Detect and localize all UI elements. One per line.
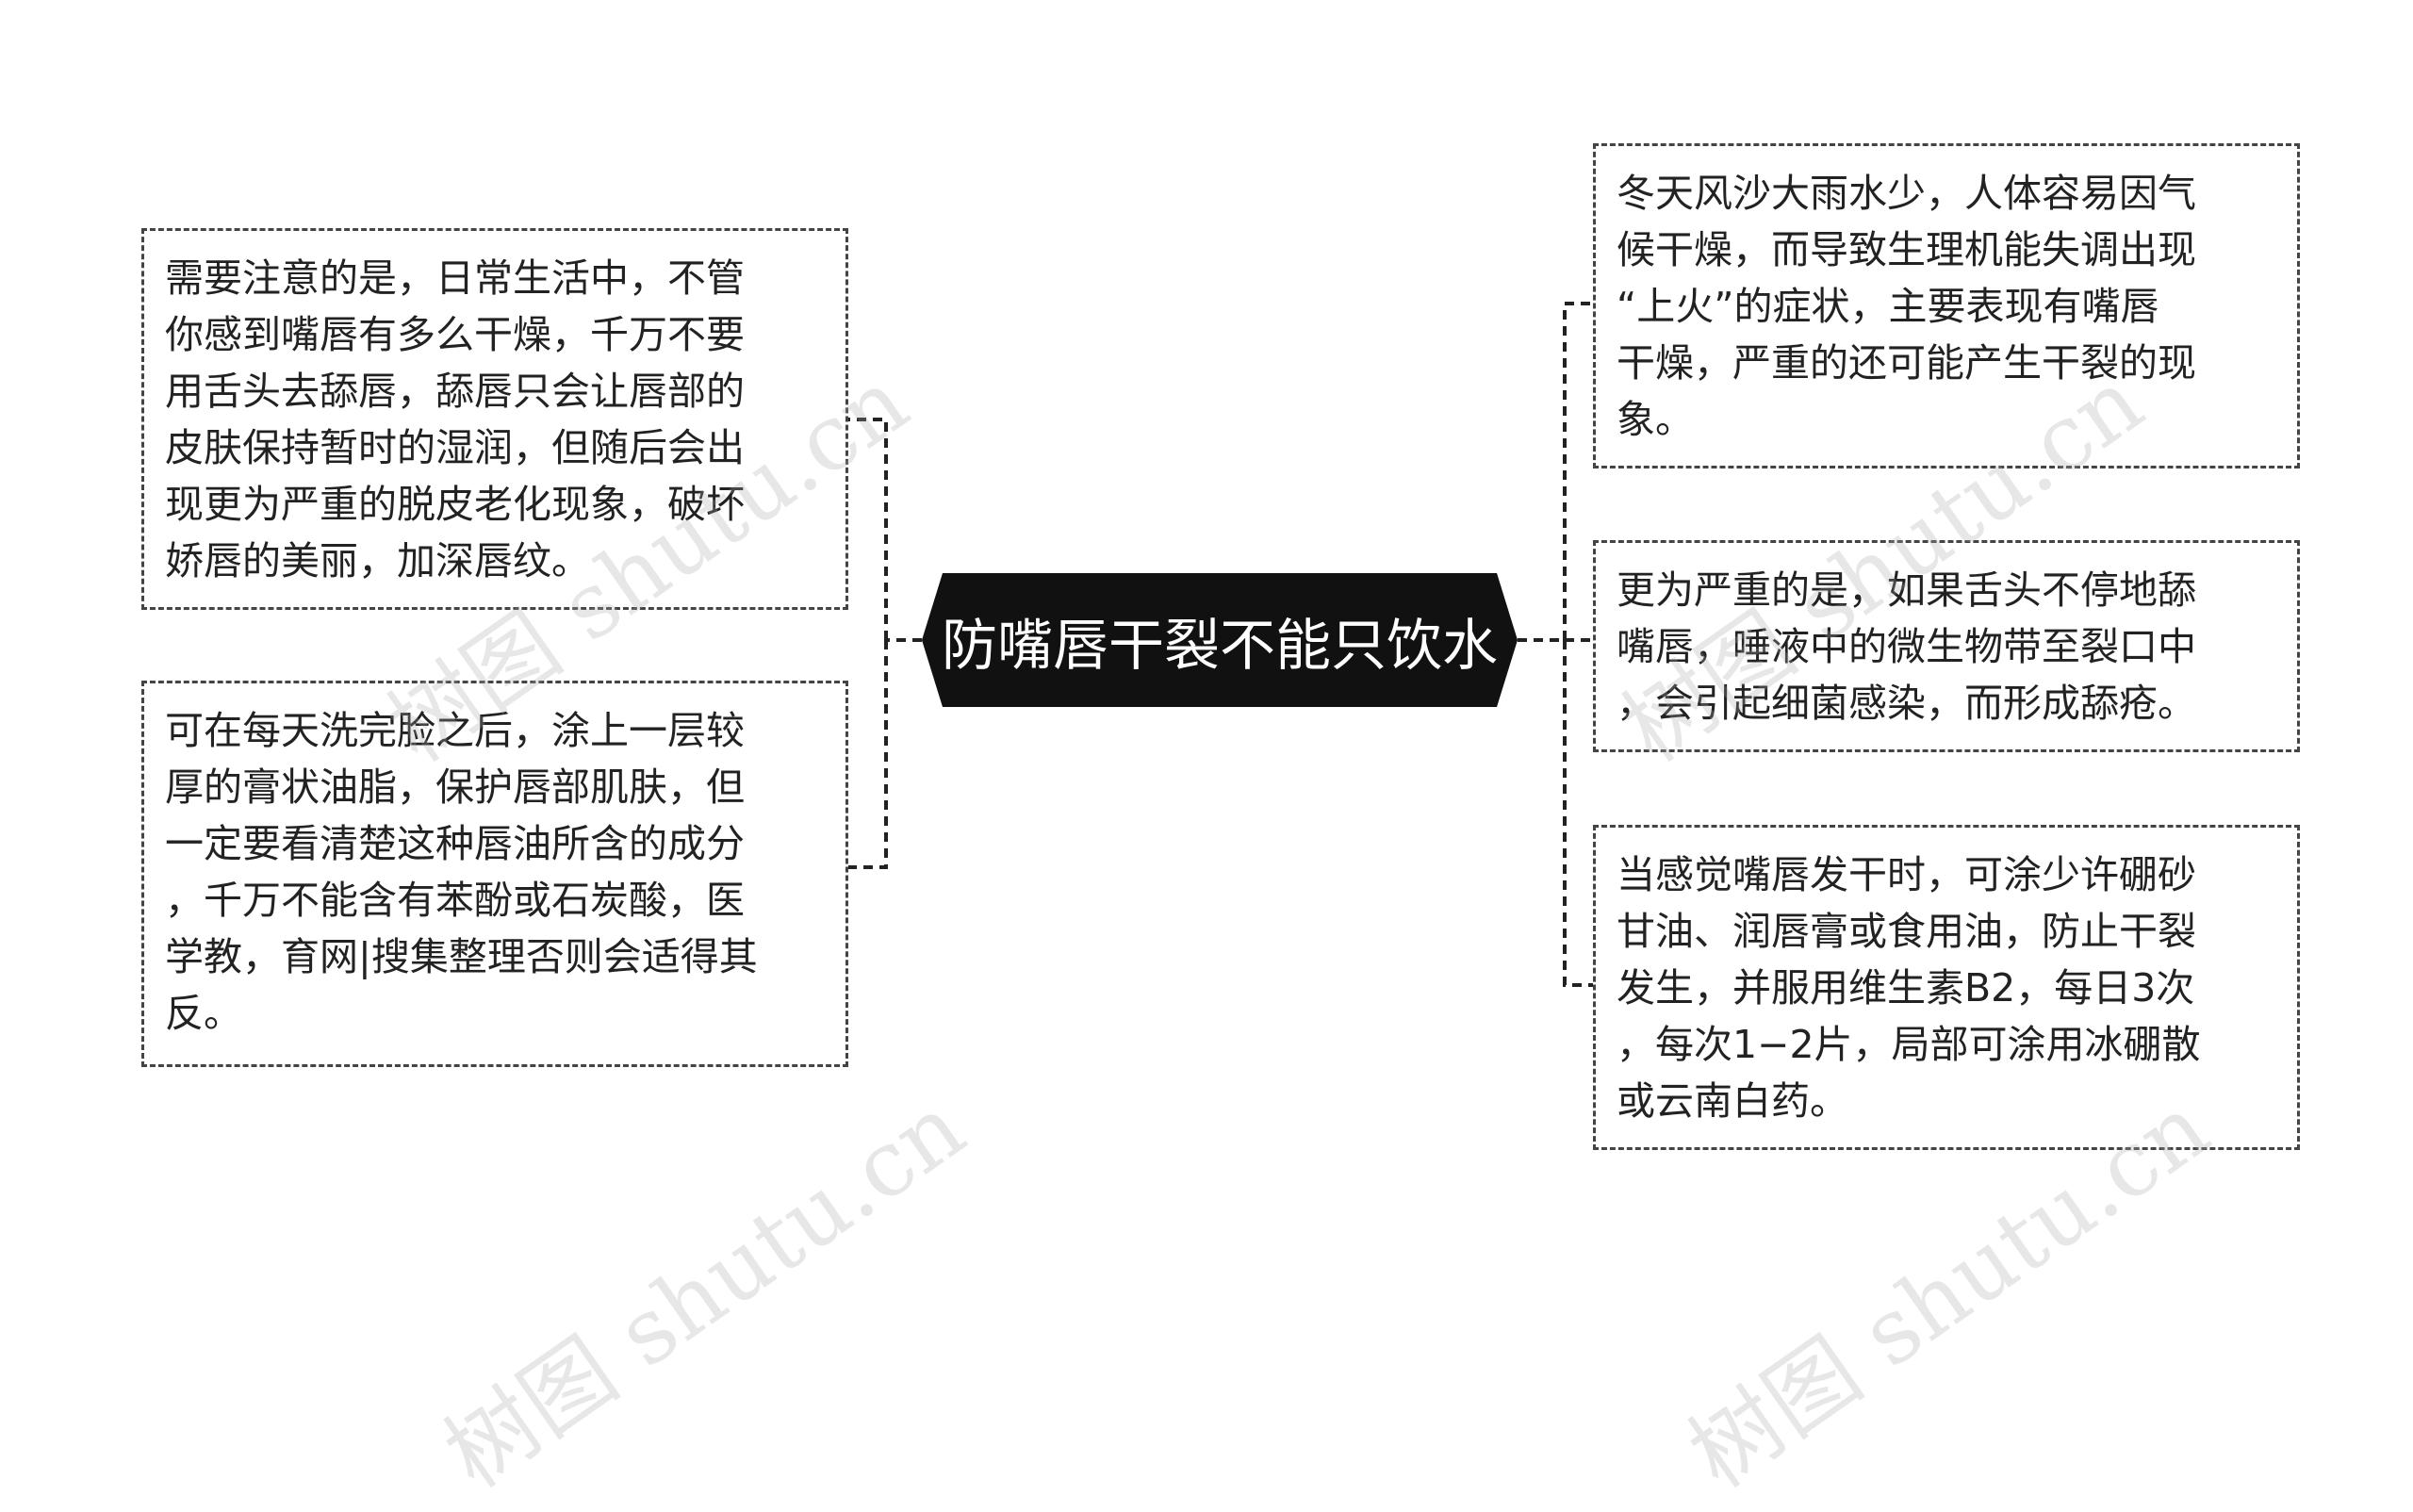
central-topic-node[interactable]: 防嘴唇干裂不能只饮水 xyxy=(922,573,1518,707)
connector-right-3 xyxy=(1563,640,1593,987)
left-topic-2-text: 可在每天洗完脸之后，涂上一层较 厚的膏状油脂，保护唇部肌肤，但 一定要看清楚这种… xyxy=(165,708,758,1036)
connector-lines xyxy=(848,302,1593,987)
left-topic-2[interactable]: 可在每天洗完脸之后，涂上一层较 厚的膏状油脂，保护唇部肌肤，但 一定要看清楚这种… xyxy=(141,681,848,1067)
right-topic-3-text: 当感觉嘴唇发干时，可涂少许硼砂 甘油、润唇膏或食用油，防止干裂 发生，并服用维生… xyxy=(1617,852,2201,1124)
connector-left-1 xyxy=(848,418,888,640)
connector-right-1 xyxy=(1563,302,1593,640)
right-topic-1[interactable]: 冬天风沙大雨水少，人体容易因气 候干燥，而导致生理机能失调出现 “上火”的症状，… xyxy=(1593,143,2300,468)
mind-map-canvas: 防嘴唇干裂不能只饮水 需要注意的是，日常生活中，不管 你感到嘴唇有多么干燥，千万… xyxy=(141,143,2300,1508)
right-topic-2[interactable]: 更为严重的是，如果舌头不停地舔 嘴唇，唾液中的微生物带至裂口中 ，会引起细菌感染… xyxy=(1593,540,2300,752)
connector-left-2 xyxy=(848,640,888,869)
left-topic-1-text: 需要注意的是，日常生活中，不管 你感到嘴唇有多么干燥，千万不要 用舌头去舔唇，舔… xyxy=(165,255,745,583)
central-topic-shape xyxy=(922,573,1518,707)
right-topic-2-text: 更为严重的是，如果舌头不停地舔 嘴唇，唾液中的微生物带至裂口中 ，会引起细菌感染… xyxy=(1617,567,2196,726)
central-topic-title: 防嘴唇干裂不能只饮水 xyxy=(941,612,1498,678)
right-topic-3[interactable]: 当感觉嘴唇发干时，可涂少许硼砂 甘油、润唇膏或食用油，防止干裂 发生，并服用维生… xyxy=(1593,825,2300,1150)
right-topic-1-text: 冬天风沙大雨水少，人体容易因气 候干燥，而导致生理机能失调出现 “上火”的症状，… xyxy=(1617,171,2196,442)
left-topic-1[interactable]: 需要注意的是，日常生活中，不管 你感到嘴唇有多么干燥，千万不要 用舌头去舔唇，舔… xyxy=(141,228,848,610)
